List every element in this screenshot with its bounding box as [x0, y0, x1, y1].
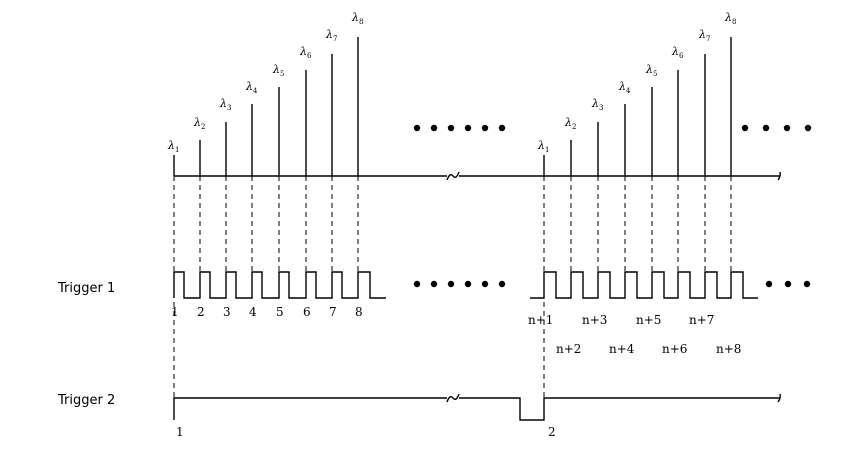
- svg-text:n+5: n+5: [636, 313, 661, 327]
- svg-text:λ7: λ7: [325, 28, 337, 43]
- axis-break-mark: [446, 171, 460, 181]
- svg-text:5: 5: [276, 305, 284, 319]
- dashed-guides-group1: [173, 176, 359, 398]
- wavelength-lines-group2: [543, 37, 732, 176]
- svg-text:λ6: λ6: [299, 45, 312, 60]
- svg-text:λ4: λ4: [245, 80, 258, 95]
- wavelength-lines-group1: [173, 37, 359, 176]
- ellipsis-dots-upper-right: [741, 124, 812, 132]
- svg-text:n+3: n+3: [582, 313, 607, 327]
- trigger2-waveform-left: [173, 397, 447, 420]
- trigger1-index-labels-group2-lower: n+2 n+4 n+6 n+8: [556, 342, 741, 356]
- svg-text:λ5: λ5: [645, 63, 657, 78]
- svg-text:λ4: λ4: [618, 80, 631, 95]
- trigger1-index-labels-group2-upper: n+1 n+3 n+5 n+7: [528, 313, 714, 327]
- svg-text:λ6: λ6: [671, 45, 684, 60]
- trigger1-label: Trigger 1: [57, 281, 115, 296]
- trigger2-index-2: 2: [548, 425, 556, 439]
- svg-text:λ2: λ2: [564, 116, 576, 131]
- svg-text:n+2: n+2: [556, 342, 581, 356]
- trigger2-waveform-right: [459, 397, 780, 421]
- trigger2-end-mark: [777, 393, 781, 403]
- svg-text:λ3: λ3: [591, 97, 603, 112]
- trigger2-index-1: 1: [176, 425, 184, 439]
- svg-text:λ8: λ8: [351, 11, 363, 26]
- ellipsis-dots-trigger1-right: [765, 280, 811, 288]
- svg-text:n+7: n+7: [689, 313, 714, 327]
- svg-text:8: 8: [355, 305, 363, 319]
- axis-end-mark: [777, 171, 781, 181]
- svg-text:6: 6: [303, 305, 311, 319]
- ellipsis-dots-trigger1-middle: [413, 280, 506, 288]
- svg-text:7: 7: [329, 305, 337, 319]
- svg-text:λ5: λ5: [272, 63, 284, 78]
- svg-text:4: 4: [249, 305, 257, 319]
- svg-text:1: 1: [171, 305, 179, 319]
- wavelength-labels-group2: λ1 λ2 λ3 λ4 λ5 λ6 λ7 λ8: [537, 11, 736, 154]
- svg-text:2: 2: [197, 305, 205, 319]
- svg-text:n+1: n+1: [528, 313, 553, 327]
- trigger2-label: Trigger 2: [57, 393, 115, 408]
- trigger1-pulse-train-group2: [530, 271, 758, 299]
- trigger2-break-mark: [446, 393, 460, 403]
- svg-text:n+6: n+6: [662, 342, 687, 356]
- ellipsis-dots-upper-middle: [413, 124, 506, 132]
- svg-text:n+4: n+4: [609, 342, 635, 356]
- trigger1-pulse-train-group1: [173, 271, 386, 299]
- svg-text:λ8: λ8: [724, 11, 736, 26]
- svg-text:λ2: λ2: [193, 116, 205, 131]
- svg-text:n+8: n+8: [716, 342, 741, 356]
- wavelength-labels-group1: λ1 λ2 λ3 λ4 λ5 λ6 λ7 λ8: [167, 11, 363, 154]
- svg-text:λ1: λ1: [167, 139, 179, 154]
- svg-text:3: 3: [223, 305, 231, 319]
- svg-text:λ3: λ3: [219, 97, 231, 112]
- svg-text:λ7: λ7: [698, 28, 710, 43]
- svg-text:λ1: λ1: [537, 139, 549, 154]
- trigger1-index-labels-group1: 1 2 3 4 5 6 7 8: [171, 305, 363, 319]
